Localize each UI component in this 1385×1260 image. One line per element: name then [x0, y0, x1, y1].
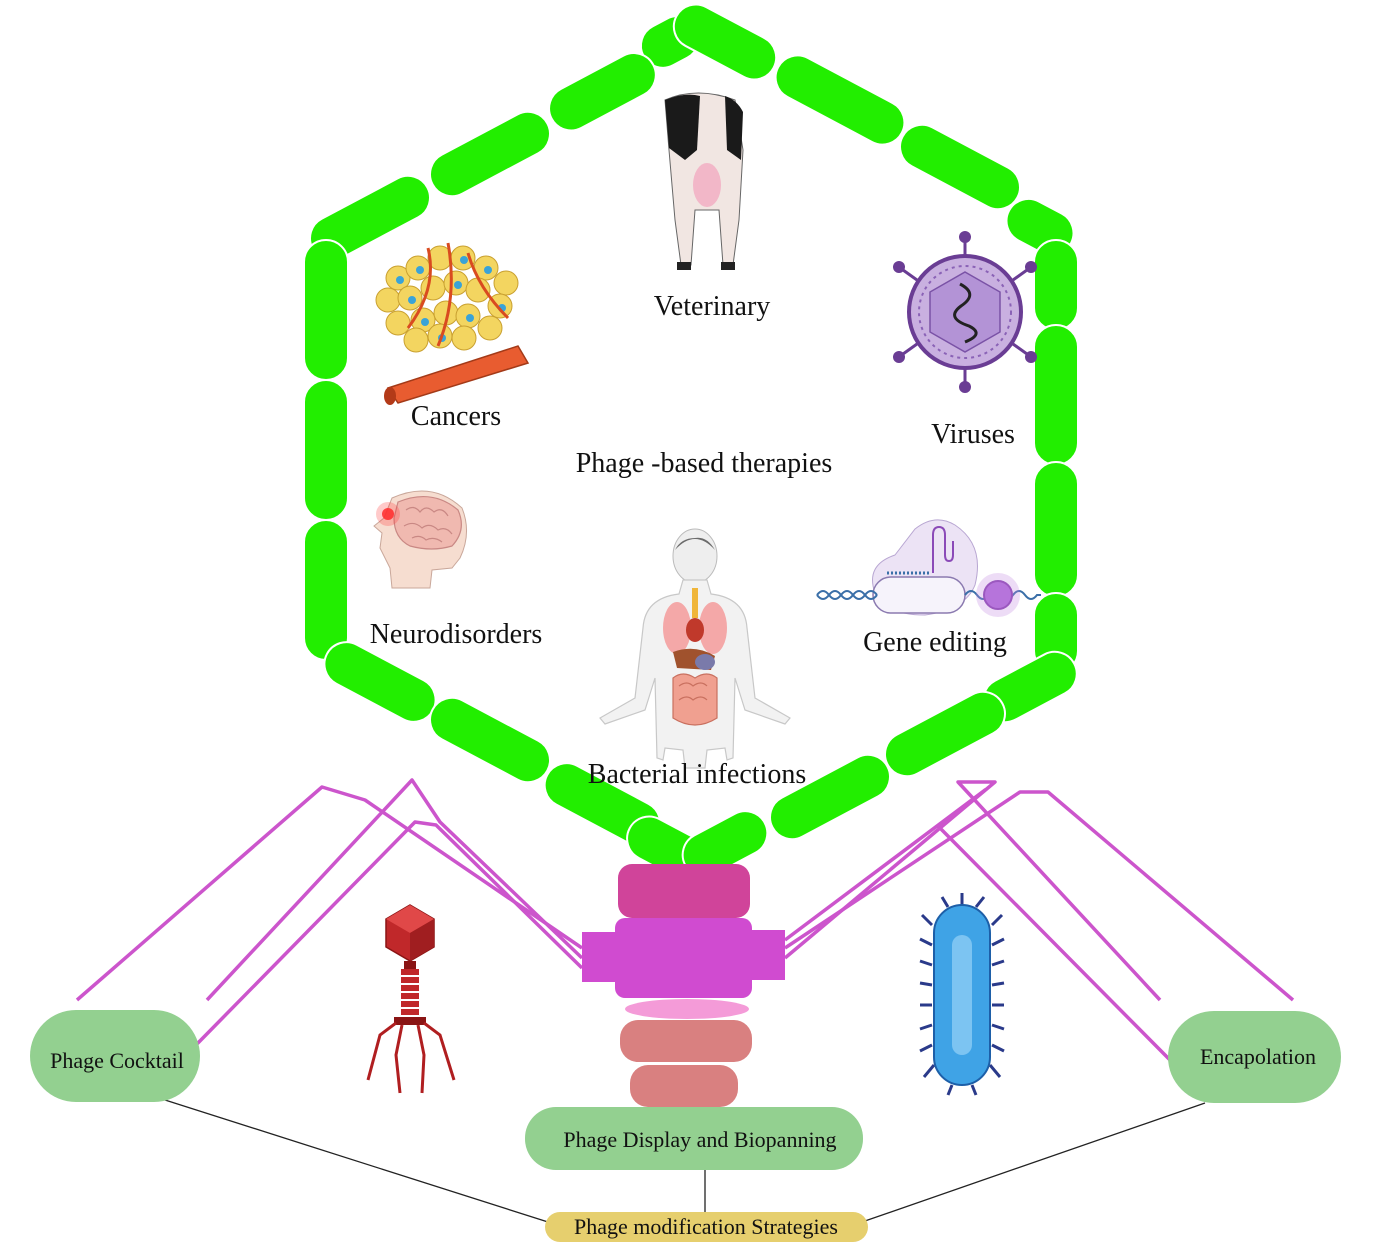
strategy-connectors	[164, 1099, 1206, 1223]
phage-sheath-ring-2	[630, 1065, 738, 1107]
human-body-icon	[599, 528, 791, 769]
label-modification-strategies: Phage modification Strategies	[574, 1214, 838, 1239]
phage-sheath-ring-1	[620, 1020, 752, 1062]
phage-side-block-right	[752, 930, 785, 980]
encapsulation-pill	[1168, 1011, 1341, 1103]
label-veterinary: Veterinary	[654, 291, 771, 322]
label-viruses: Viruses	[931, 419, 1015, 450]
label-gene-editing: Gene editing	[863, 627, 1007, 658]
center-title: Phage -based therapies	[576, 448, 833, 479]
capsid-hexagon	[303, 3, 1079, 879]
phage-display-pill	[525, 1107, 863, 1170]
crispr-icon	[816, 519, 1041, 617]
t4-phage-icon	[366, 904, 456, 1094]
bacterium-icon	[919, 893, 1005, 1096]
tail-fibers	[75, 778, 1295, 1062]
brain-icon	[373, 490, 467, 589]
cow-icon	[664, 92, 744, 270]
phage-neck-disc	[625, 999, 749, 1019]
label-cancers: Cancers	[411, 401, 501, 432]
label-encapsulation: Encapolation	[1200, 1044, 1316, 1069]
phage-cocktail-pill	[30, 1010, 200, 1102]
virus-icon	[893, 231, 1037, 393]
strategies-root-pill	[545, 1212, 868, 1242]
label-phage-display: Phage Display and Biopanning	[563, 1127, 836, 1152]
label-phage-cocktail: Phage Cocktail	[50, 1048, 184, 1073]
phage-tail-body	[582, 864, 785, 1107]
tumor-icon	[375, 242, 530, 405]
phage-baseplate	[615, 918, 752, 998]
label-neurodisorders: Neurodisorders	[370, 619, 543, 650]
phage-side-block-left	[582, 932, 616, 982]
label-bacterial-infections: Bacterial infections	[588, 759, 806, 790]
phage-collar	[618, 864, 750, 918]
